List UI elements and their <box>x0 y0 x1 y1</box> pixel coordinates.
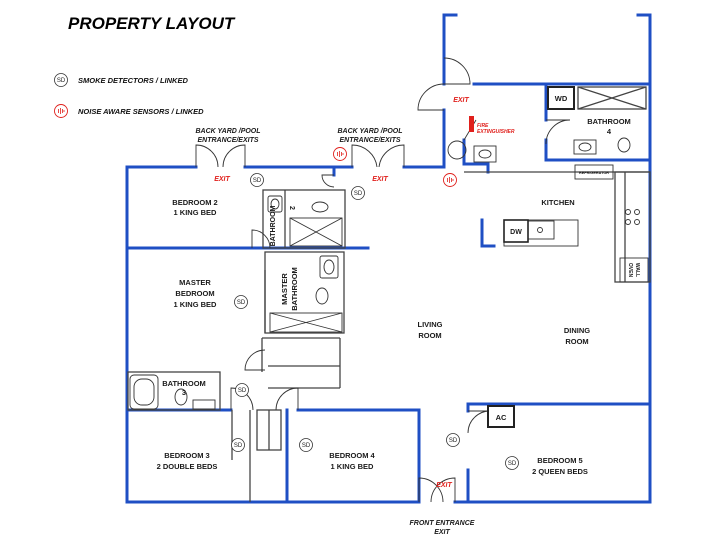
backyard-left-line2: ENTRANCE/EXITS <box>197 137 258 144</box>
master-bath-line1: MASTER <box>280 273 289 305</box>
bathroom2-name: BATHROOM <box>270 205 277 246</box>
bedroom3-beds: 2 DOUBLE BEDS <box>157 462 218 471</box>
page-title: PROPERTY LAYOUT <box>68 14 235 33</box>
backyard-left-line1: BACK YARD /POOL <box>195 128 260 135</box>
smoke-detector-icon: SD <box>351 186 365 200</box>
smoke-detector-icon: SD <box>446 433 460 447</box>
legend-noise-label: NOISE AWARE SENSORS / LINKED <box>78 107 204 116</box>
svg-text:AC: AC <box>496 413 507 422</box>
bedroom4-name: BEDROOM 4 <box>329 451 375 460</box>
svg-text:WD: WD <box>555 94 568 103</box>
smoke-detector-icon: SD <box>299 438 313 452</box>
svg-text:WALL: WALL <box>634 263 640 277</box>
smoke-detector-icon: SD <box>250 173 264 187</box>
smoke-detector-legend-icon: SD <box>54 73 68 87</box>
refrigerator-label: REFRIGERATOR <box>579 171 609 175</box>
room-labels: BEDROOM 2 1 KING BED BATHROOM 2 MASTER B… <box>157 117 631 476</box>
fixtures <box>129 137 649 410</box>
interior-walls <box>127 86 651 502</box>
smoke-detector-icon: SD <box>235 383 249 397</box>
dishwasher: DW <box>503 219 529 243</box>
master-beds: 1 KING BED <box>174 300 218 309</box>
exit-left-label: EXIT <box>214 176 230 183</box>
living-line1: LIVING <box>417 320 442 329</box>
backyard-right-line1: BACK YARD /POOL <box>337 128 402 135</box>
noise-sensor-legend-icon <box>54 104 68 118</box>
bedroom4-beds: 1 KING BED <box>331 462 375 471</box>
bathroom4-number: 4 <box>607 127 612 136</box>
svg-text:SD: SD <box>508 461 517 467</box>
svg-text:SD: SD <box>449 438 458 444</box>
master-line2: BEDROOM <box>175 289 214 298</box>
ac-unit: AC <box>487 405 515 428</box>
fire-extinguisher-icon <box>469 116 474 132</box>
svg-text:SD: SD <box>354 191 363 197</box>
svg-text:SD: SD <box>234 443 243 449</box>
smoke-detectors: SD SD SD SD SD SD SD SD <box>231 173 519 470</box>
dining-line2: ROOM <box>565 337 588 346</box>
dining-line1: DINING <box>564 326 590 335</box>
svg-text:SD: SD <box>302 443 311 449</box>
washer-dryer: WD <box>547 86 575 110</box>
smoke-detector-icon: SD <box>505 456 519 470</box>
svg-text:SD: SD <box>253 178 262 184</box>
bedroom2-name: BEDROOM 2 <box>172 198 217 207</box>
bedroom3-name: BEDROOM 3 <box>164 451 209 460</box>
exit-mid-label: EXIT <box>372 176 388 183</box>
bedroom2-beds: 1 KING BED <box>174 208 218 217</box>
noise-sensors <box>333 147 457 187</box>
door-swings <box>195 57 571 503</box>
smoke-detector-icon: SD <box>231 438 245 452</box>
svg-text:SD: SD <box>238 388 247 394</box>
bedroom5-beds: 2 QUEEN BEDS <box>532 467 588 476</box>
backyard-right-line2: ENTRANCE/EXITS <box>339 137 400 144</box>
master-line1: MASTER <box>179 278 211 287</box>
wall-oven-label: WALL OVEN <box>627 263 640 278</box>
master-bath-line2: BATHROOM <box>290 267 299 311</box>
bathroom4-name: BATHROOM <box>587 117 631 126</box>
exit-labels: BACK YARD /POOL ENTRANCE/EXITS BACK YARD… <box>195 97 474 536</box>
kitchen-name: KITCHEN <box>541 198 574 207</box>
fire-extinguisher-line2: EXTINGUISHER <box>477 129 515 135</box>
svg-text:SD: SD <box>57 78 66 84</box>
front-entrance-line2: EXIT <box>434 529 450 536</box>
noise-sensor-icon <box>333 147 347 161</box>
exit-front-label: EXIT <box>436 482 452 489</box>
front-entrance-line1: FRONT ENTRANCE <box>410 520 475 527</box>
bathroom2-number: 2 <box>288 206 295 210</box>
svg-text:DW: DW <box>510 229 522 236</box>
svg-text:OVEN: OVEN <box>627 263 633 278</box>
bathroom3-number: 3 <box>182 388 186 397</box>
smoke-detector-icon: SD <box>234 295 248 309</box>
living-line2: ROOM <box>418 331 441 340</box>
fire-extinguisher-line1: FIRE <box>477 123 489 129</box>
svg-text:SD: SD <box>237 300 246 306</box>
legend-smoke-label: SMOKE DETECTORS / LINKED <box>78 76 188 85</box>
bedroom5-name: BEDROOM 5 <box>537 456 582 465</box>
noise-sensor-icon <box>443 173 457 187</box>
bathroom3-name: BATHROOM <box>162 379 206 388</box>
exit-top-label: EXIT <box>453 97 469 104</box>
